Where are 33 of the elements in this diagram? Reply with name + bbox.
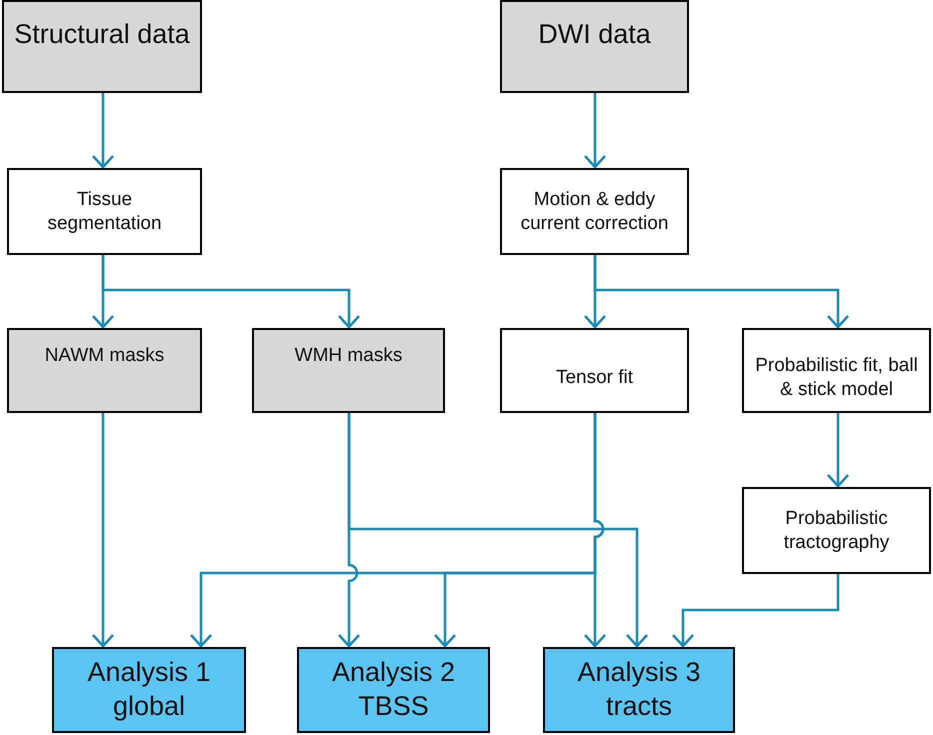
process-box — [500, 328, 689, 413]
arrow — [594, 255, 850, 328]
process-box — [2, 0, 202, 93]
process-box — [297, 647, 490, 733]
process-box — [7, 168, 202, 255]
box-label: Probabilistic fit, ball & stick model — [754, 354, 919, 402]
box-label: Motion & eddy current correction — [520, 188, 670, 236]
process-box — [7, 328, 202, 413]
box-label: Analysis 3 tracts — [576, 656, 702, 723]
box-label: Probabilistic tractography — [782, 506, 890, 554]
arrow — [92, 93, 114, 168]
box-label: Analysis 1 global — [86, 656, 212, 723]
box-label: Structural data — [14, 18, 190, 51]
process-box — [500, 168, 689, 255]
arrow — [672, 574, 840, 648]
process-box — [742, 487, 931, 574]
box-label: NAWM masks — [44, 344, 164, 368]
arrow — [826, 413, 850, 488]
box-label: Analysis 2 TBSS — [330, 656, 456, 723]
box-label: Tensor fit — [556, 366, 634, 390]
process-box — [742, 328, 931, 413]
process-box — [252, 328, 445, 413]
arrow — [102, 255, 360, 328]
box-label: DWI data — [538, 18, 651, 51]
process-box — [52, 647, 246, 733]
box-label: WMH masks — [294, 344, 402, 368]
process-box — [543, 647, 735, 733]
box-label: Tissue segmentation — [47, 188, 162, 236]
arrow — [584, 413, 606, 648]
process-box — [500, 0, 689, 93]
arrow — [92, 413, 114, 648]
arrow — [348, 413, 648, 648]
arrow — [584, 93, 606, 168]
